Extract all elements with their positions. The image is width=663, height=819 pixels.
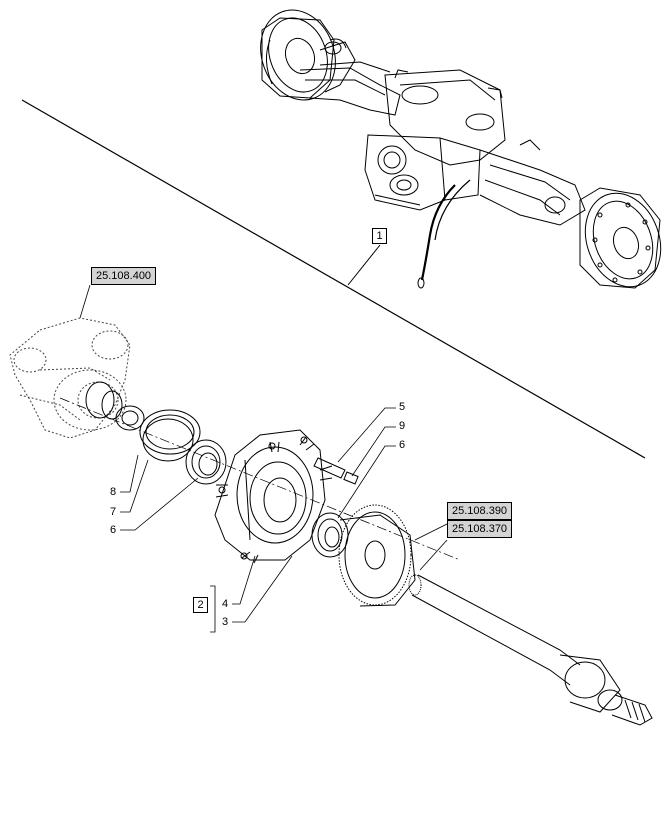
carrier-housing-part-4 xyxy=(214,429,333,564)
reference-25-108-370[interactable]: 25.108.370 xyxy=(447,520,513,538)
final-drive-item-label: 2 xyxy=(193,597,208,613)
section-divider-line xyxy=(21,99,646,459)
bearing-part-6-left xyxy=(185,439,227,485)
front-axle-assembly-illustration xyxy=(260,9,662,289)
ring-gear xyxy=(338,504,416,607)
callout-8: 8 xyxy=(110,486,117,498)
seal-part-8 xyxy=(139,409,201,455)
leader-lines xyxy=(79,284,448,633)
callout-7: 7 xyxy=(110,506,117,518)
reference-25-108-390[interactable]: 25.108.390 xyxy=(447,502,513,520)
callout-5: 5 xyxy=(399,401,406,413)
callout-6-left: 6 xyxy=(110,524,117,536)
assembly-item-label: 1 xyxy=(372,228,387,244)
pin-part-5 xyxy=(313,457,346,479)
callout-4: 4 xyxy=(222,598,229,610)
callout-9: 9 xyxy=(399,420,406,432)
reference-25-108-400[interactable]: 25.108.400 xyxy=(91,267,157,285)
steering-knuckle-ghost xyxy=(9,317,131,439)
spindle-bearings xyxy=(85,381,145,431)
callout-6-right: 6 xyxy=(399,439,406,451)
oring-part-7 xyxy=(142,418,194,462)
axle-shaft xyxy=(408,574,653,726)
callout-3: 3 xyxy=(222,616,229,628)
pin-part-9 xyxy=(343,471,359,485)
assembly-leader-line xyxy=(347,244,381,286)
